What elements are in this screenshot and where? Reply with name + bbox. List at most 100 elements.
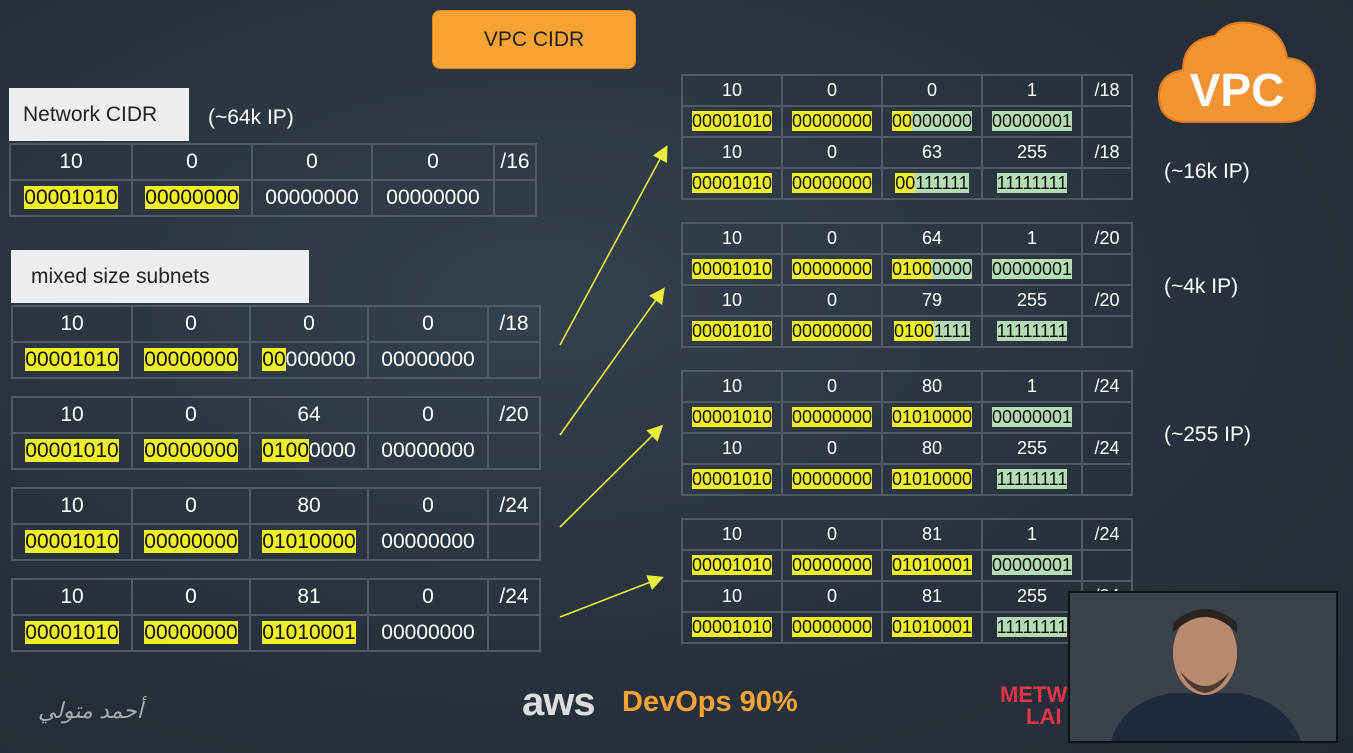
host-bits: 00000001 — [991, 111, 1073, 131]
binary-octet: 01010000 — [881, 401, 983, 434]
octet-value: 0 — [781, 432, 883, 465]
binary-octet: 00001010 — [681, 401, 783, 434]
octet-value: 1 — [981, 518, 1083, 551]
binary-octet: 00000000 — [367, 614, 489, 652]
host-bits: 00000000 — [265, 186, 359, 209]
network-bits: 00001010 — [25, 439, 119, 462]
octet-value: 0 — [781, 222, 883, 255]
empty-cell — [493, 179, 537, 217]
octet-value: 0 — [367, 396, 489, 434]
network-note: (~64k IP) — [208, 106, 294, 129]
octet-value: 255 — [981, 284, 1083, 317]
octet-value: 10 — [681, 432, 783, 465]
binary-octet: 00001010 — [681, 105, 783, 138]
binary-octet: 00000000 — [367, 341, 489, 379]
octet-value: 0 — [371, 143, 495, 181]
network-bits: 00 — [891, 111, 912, 131]
binary-octet: 00000000 — [781, 105, 883, 138]
network-bits: 00 — [895, 173, 916, 193]
arrow-24a — [559, 424, 664, 528]
host-bits: 0000 — [309, 439, 356, 462]
empty-cell — [487, 341, 541, 379]
octet-value: 64 — [881, 222, 983, 255]
octet-value: 10 — [681, 136, 783, 169]
host-bits: 00000001 — [991, 259, 1073, 279]
octet-value: 0 — [781, 74, 883, 107]
binary-octet: 11111111 — [981, 315, 1083, 348]
octet-value: 255 — [981, 432, 1083, 465]
octet-value: 10 — [681, 222, 783, 255]
empty-cell — [487, 523, 541, 561]
binary-octet: 01001111 — [881, 315, 983, 348]
network-bits: 00000000 — [144, 439, 238, 462]
binary-octet: 00001010 — [681, 611, 783, 644]
binary-octet: 01010001 — [249, 614, 369, 652]
vpc-cloud-icon: VPC — [1157, 21, 1317, 123]
network-bits: 0100 — [262, 439, 309, 462]
prefix-length: /20 — [487, 396, 541, 434]
network-bits: 00001010 — [25, 621, 119, 644]
octet-value: 0 — [781, 580, 883, 613]
size-note: (~255 IP) — [1164, 423, 1251, 446]
arrow-18 — [559, 145, 668, 346]
binary-octet: 00111111 — [881, 167, 983, 200]
host-bits: 00000001 — [991, 555, 1073, 575]
binary-octet: 01000000 — [249, 432, 369, 470]
network-bits: 00000000 — [791, 259, 873, 279]
aws-logo: aws — [522, 680, 596, 724]
network-bits: 00000000 — [791, 617, 873, 637]
network-bits: 00000000 — [144, 621, 238, 644]
network-bits: 00001010 — [24, 186, 118, 209]
network-bits: 01010001 — [262, 621, 356, 644]
empty-cell — [487, 614, 541, 652]
binary-octet: 00000001 — [981, 253, 1083, 286]
binary-octet: 00001010 — [9, 179, 133, 217]
host-bits: 00000000 — [381, 621, 475, 644]
network-bits: 00001010 — [691, 111, 773, 131]
binary-octet: 01010000 — [249, 523, 369, 561]
vpc-logo-text: VPC — [1190, 64, 1285, 116]
binary-octet: 00001010 — [11, 614, 133, 652]
empty-cell — [1081, 167, 1133, 200]
network-bits: 00000000 — [791, 173, 873, 193]
network-bits: 01010000 — [262, 530, 356, 553]
binary-octet: 00000000 — [781, 167, 883, 200]
octet-value: 10 — [11, 487, 133, 525]
octet-value: 0 — [131, 396, 251, 434]
prefix-length: /24 — [1081, 518, 1133, 551]
network-bits: 00001010 — [691, 617, 773, 637]
octet-value: 80 — [249, 487, 369, 525]
prefix-length: /20 — [1081, 284, 1133, 317]
octet-value: 10 — [681, 74, 783, 107]
octet-value: 80 — [881, 432, 983, 465]
octet-value: 255 — [981, 580, 1083, 613]
binary-octet: 00000000 — [249, 341, 369, 379]
octet-value: 0 — [781, 284, 883, 317]
host-bits: 000000 — [911, 111, 973, 131]
binary-octet: 01010001 — [881, 549, 983, 582]
host-bits: 000000 — [285, 348, 356, 371]
octet-value: 81 — [881, 518, 983, 551]
binary-octet: 00000000 — [131, 523, 251, 561]
octet-value: 10 — [681, 518, 783, 551]
size-note: (~16k IP) — [1164, 160, 1250, 183]
binary-octet: 00001010 — [11, 432, 133, 470]
empty-cell — [1081, 549, 1133, 582]
binary-octet: 00000000 — [781, 315, 883, 348]
network-bits: 0100 — [893, 321, 934, 341]
